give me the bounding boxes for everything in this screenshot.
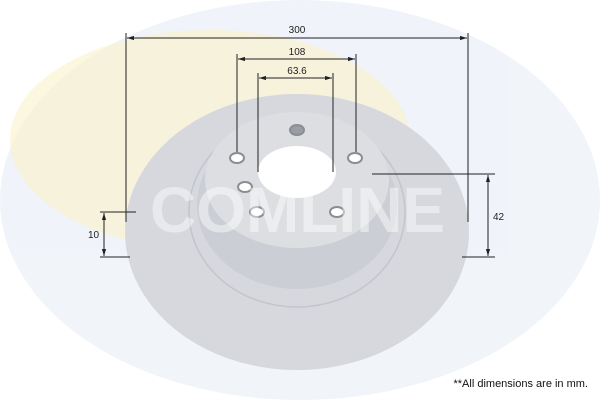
bolt-hole	[329, 206, 345, 218]
label-thickness: 10	[88, 230, 100, 241]
bolt-hole	[347, 152, 363, 164]
bolt-hole	[229, 152, 245, 164]
label-height: 42	[493, 212, 505, 223]
bolt-hole	[237, 181, 253, 193]
units-note: **All dimensions are in mm.	[453, 378, 589, 390]
bolt-hole	[289, 124, 305, 136]
watermark-logo: COMLINE	[150, 174, 445, 246]
bolt-hole	[249, 206, 265, 218]
bolt-holes	[229, 124, 363, 218]
label-center-bore: 63.6	[287, 66, 307, 77]
label-outer-diameter: 300	[289, 25, 306, 36]
label-pcd: 108	[289, 47, 306, 58]
center-bore	[258, 146, 336, 198]
